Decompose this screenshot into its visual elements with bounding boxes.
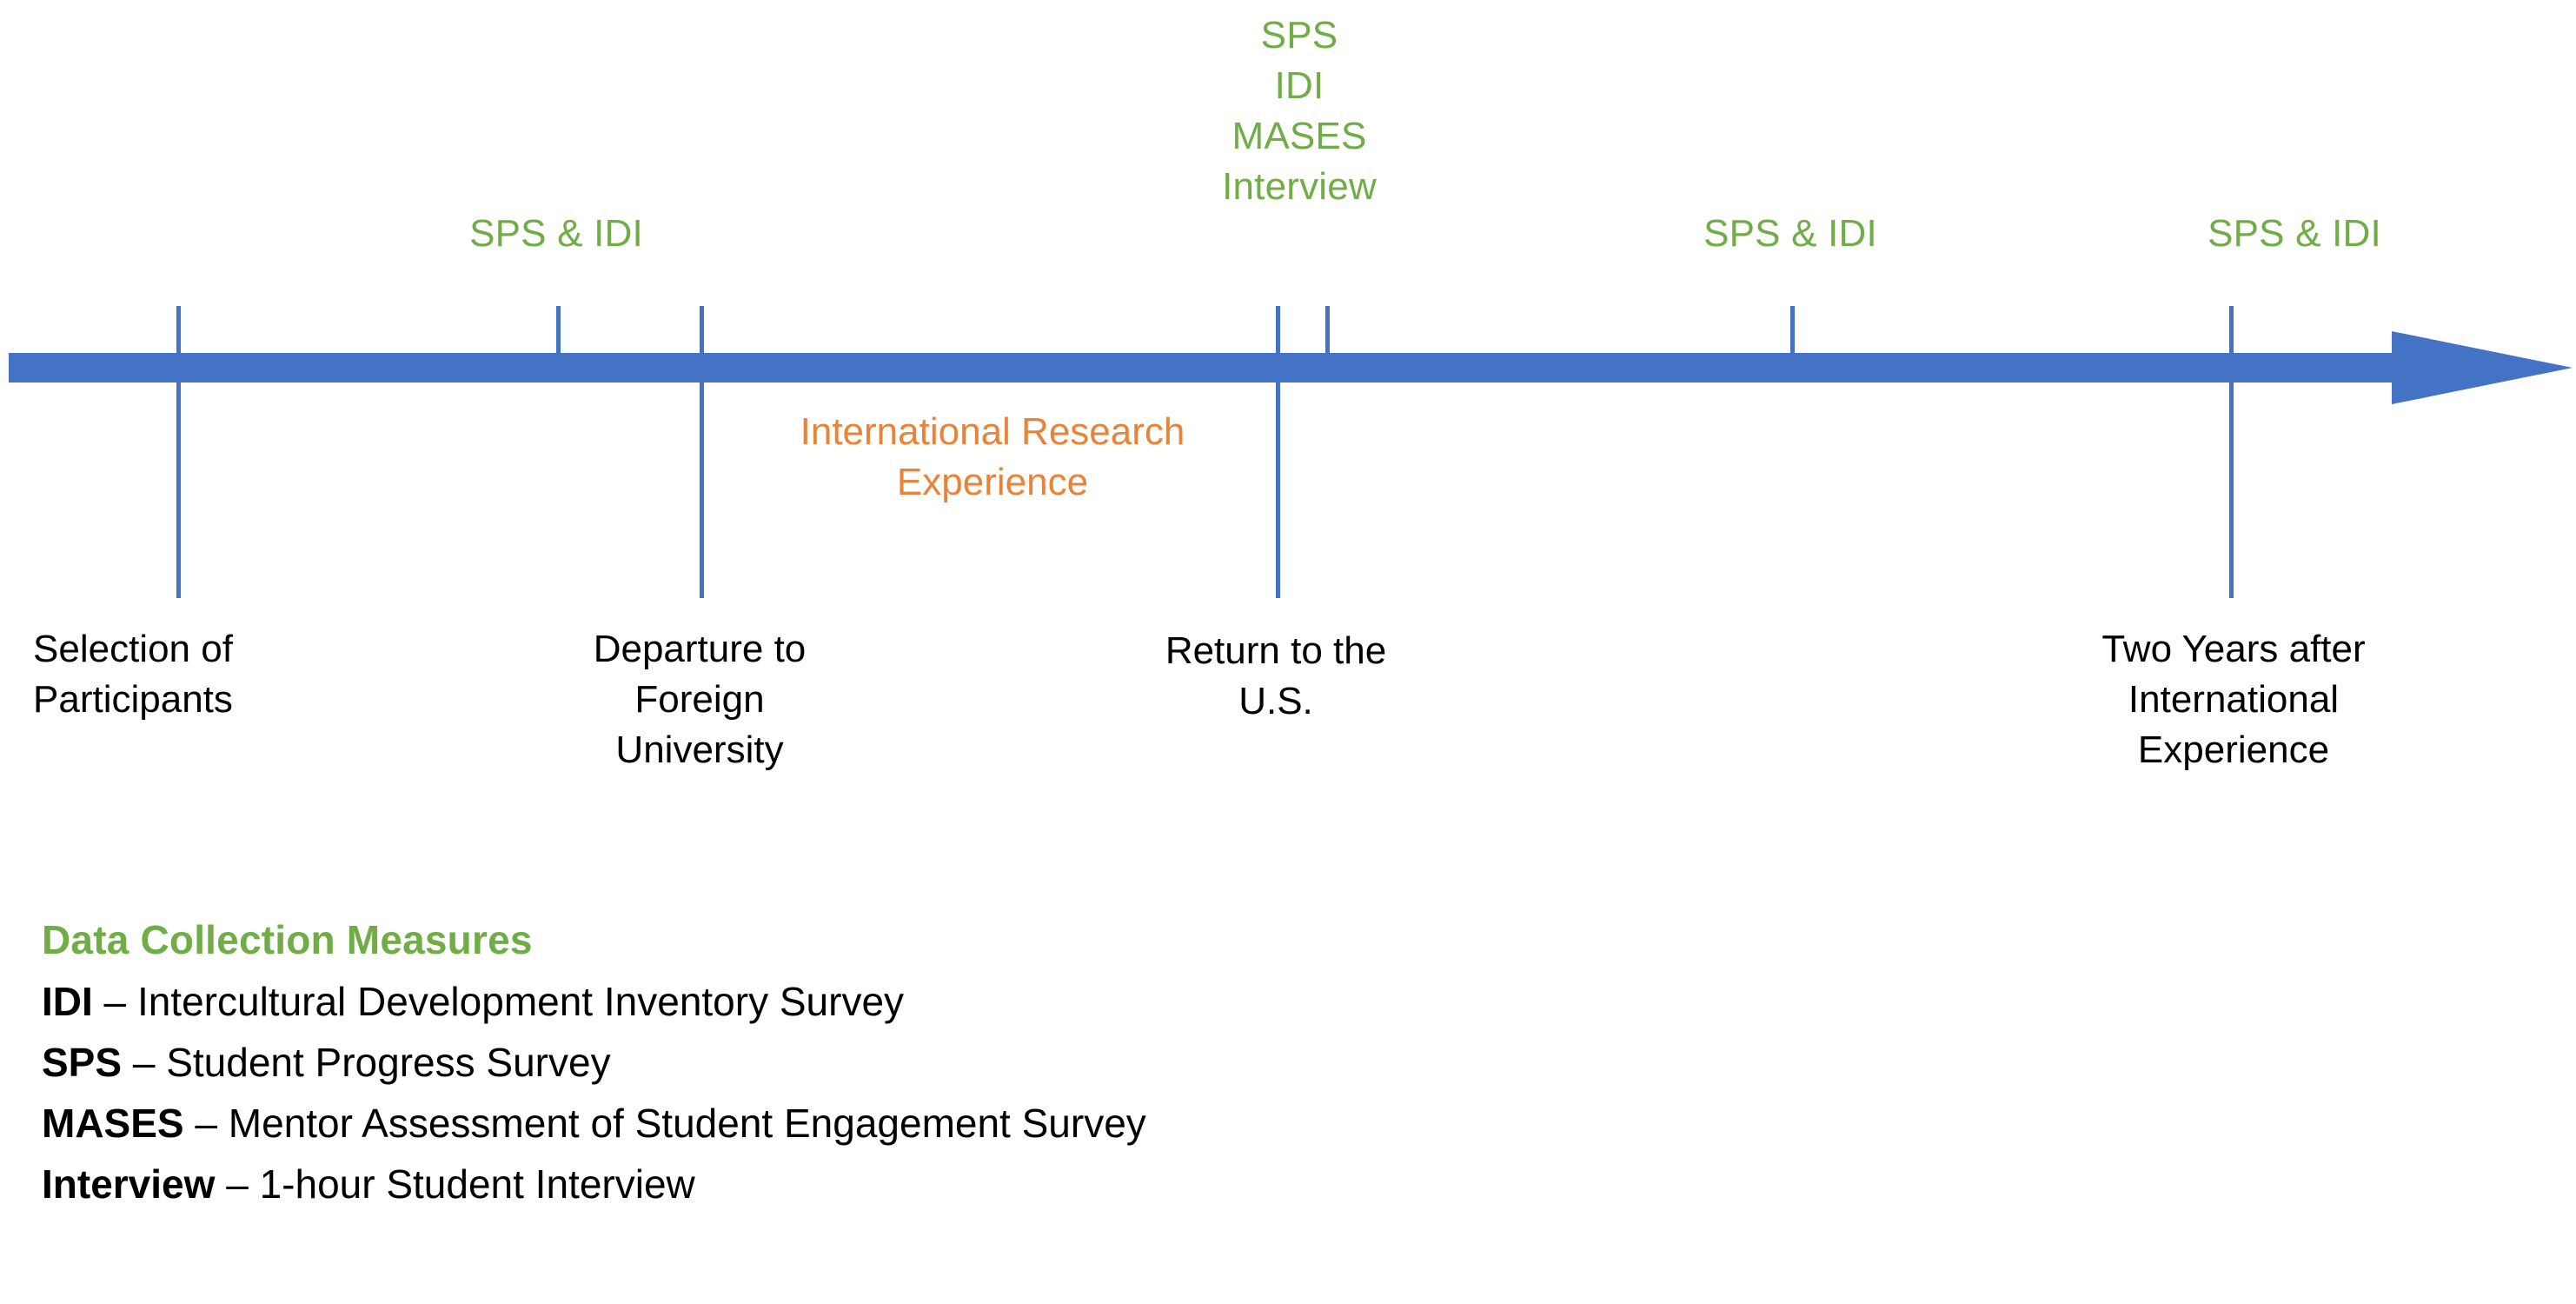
tick-return-to-the-us <box>1276 306 1280 598</box>
measure-label-sps-idi-follow-up: SPS & IDI <box>1703 212 1877 255</box>
legend-dash-sps: – <box>122 1040 167 1085</box>
legend-item-idi: IDI – Intercultural Development Inventor… <box>42 975 1867 1028</box>
legend-definition-mases: Mentor Assessment of Student Engagement … <box>228 1101 1146 1146</box>
measure-label-sps-idi-two-year: SPS & IDI <box>2208 212 2381 255</box>
tick-sps-idi-follow-up <box>1790 306 1795 383</box>
tick-selection-of-participants <box>176 306 181 598</box>
legend-abbr-mases: MASES <box>42 1101 184 1146</box>
milestone-label-departure-to-foreign-university: Departure to Foreign University <box>593 628 807 771</box>
tick-post-return-measures <box>1325 306 1330 383</box>
legend-abbr-sps: SPS <box>42 1040 123 1085</box>
timeline-axis-layer: SPS & IDI SPS IDI MASES Interview SPS & … <box>9 14 2573 771</box>
phase-label-international-research-experience: International Research Experience <box>800 410 1185 503</box>
legend-item-interview: Interview – 1-hour Student Interview <box>42 1158 1867 1210</box>
legend-item-sps: SPS – Student Progress Survey <box>42 1036 1867 1088</box>
milestone-label-two-years-after-international-experience: Two Years after International Experience <box>2101 628 2366 771</box>
data-collection-measures-legend: Data Collection Measures IDI – Intercult… <box>42 913 1867 1210</box>
legend-dash-mases: – <box>183 1101 229 1146</box>
timeline-arrow-icon <box>2392 331 2573 404</box>
milestone-label-return-to-the-us: Return to the U.S. <box>1165 629 1387 722</box>
timeline-axis-bar <box>9 353 2394 383</box>
legend-abbr-interview: Interview <box>42 1161 216 1207</box>
legend-abbr-idi: IDI <box>42 979 93 1024</box>
tick-departure-to-foreign-university <box>700 306 704 598</box>
measure-label-return-point-measures: SPS IDI MASES Interview <box>1222 14 1377 208</box>
legend-dash-interview: – <box>215 1161 260 1207</box>
legend-item-mases: MASES – Mentor Assessment of Student Eng… <box>42 1097 1867 1149</box>
legend-title: Data Collection Measures <box>42 917 533 962</box>
milestone-label-selection-of-participants: Selection of Participants <box>33 628 233 721</box>
legend-definition-sps: Student Progress Survey <box>166 1040 611 1085</box>
measure-label-sps-idi-pre-departure: SPS & IDI <box>469 212 643 255</box>
legend-definition-interview: 1-hour Student Interview <box>259 1161 695 1207</box>
tick-sps-idi-pre-departure <box>556 306 561 383</box>
legend-dash-idi: – <box>92 979 137 1024</box>
tick-two-years-after-international-experience <box>2229 306 2234 598</box>
legend-definition-idi: Intercultural Development Inventory Surv… <box>136 979 905 1024</box>
